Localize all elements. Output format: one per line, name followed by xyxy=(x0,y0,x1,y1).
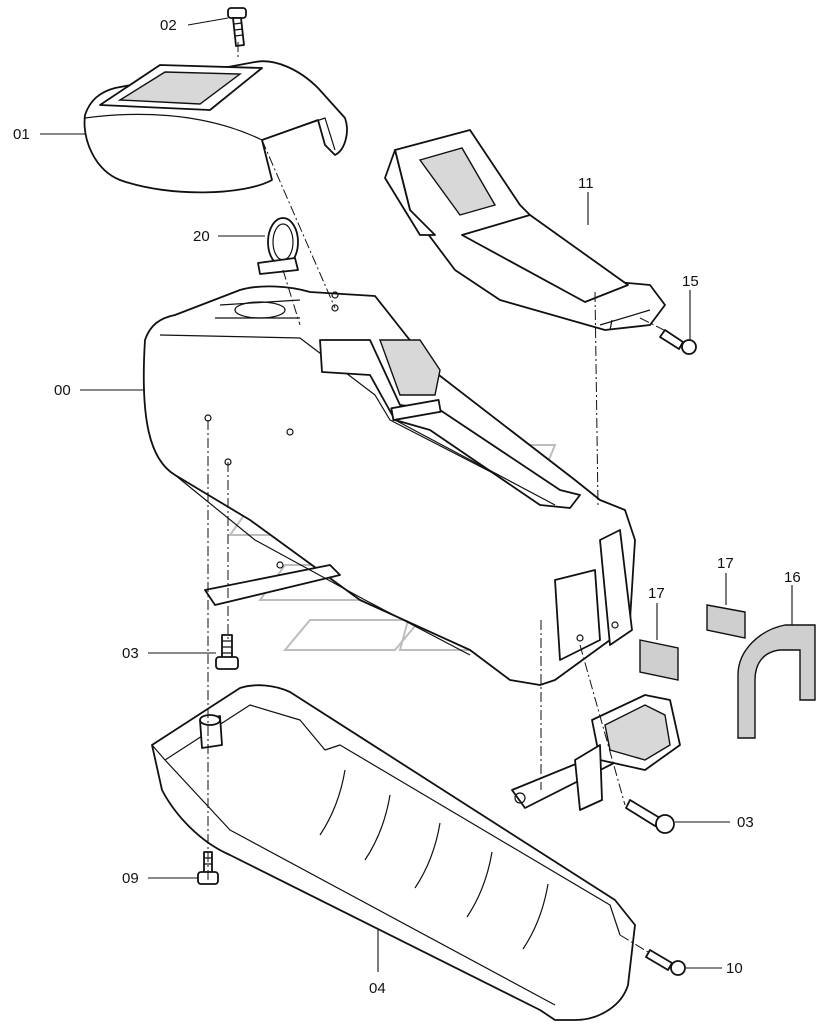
part-03-bolt-right xyxy=(625,799,675,834)
callout-17-lower: 17 xyxy=(648,585,665,602)
part-15-screw xyxy=(659,329,697,355)
callout-00: 00 xyxy=(54,382,71,399)
callout-labels: 02 01 20 00 11 15 03 03 17 17 16 09 04 1… xyxy=(13,17,801,997)
callout-10: 10 xyxy=(726,960,743,977)
callout-17-upper: 17 xyxy=(717,555,734,572)
part-20-clamp xyxy=(257,217,299,275)
part-00-console-body xyxy=(142,285,636,686)
lever-bracket-assembly xyxy=(511,694,681,811)
part-02-bolt xyxy=(227,7,247,47)
callout-20: 20 xyxy=(193,228,210,245)
callout-03-left: 03 xyxy=(122,645,139,662)
callout-04: 04 xyxy=(369,980,386,997)
part-10-bolt xyxy=(645,949,686,976)
part-16-u-foam xyxy=(737,624,816,739)
part-04-lower-tray xyxy=(151,684,636,1021)
part-01-upper-cover xyxy=(83,60,348,194)
leader-lines xyxy=(40,17,793,972)
callout-16: 16 xyxy=(784,569,801,586)
part-11-armrest-frame xyxy=(384,129,666,331)
callout-03-right: 03 xyxy=(737,814,754,831)
part-17-foam-pad-lower xyxy=(639,639,679,681)
callout-11: 11 xyxy=(578,175,594,192)
callout-02: 02 xyxy=(160,17,177,34)
callout-01: 01 xyxy=(13,126,30,143)
callout-09: 09 xyxy=(122,870,139,887)
callout-15: 15 xyxy=(682,273,699,290)
assembly-axes xyxy=(207,42,669,953)
part-03-bolt-left xyxy=(215,634,239,670)
part-17-foam-pad-upper xyxy=(706,604,746,639)
